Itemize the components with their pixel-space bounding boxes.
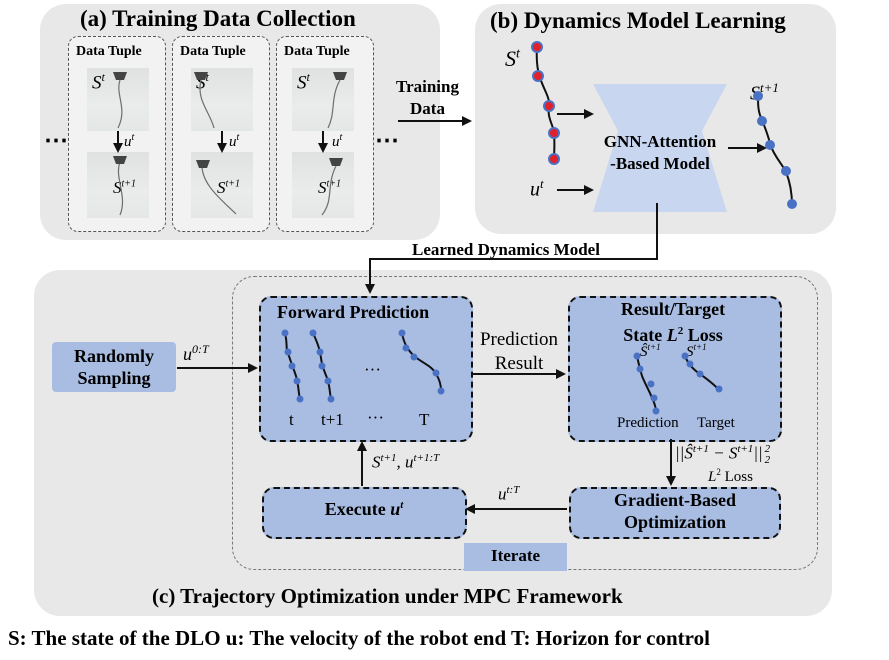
photo-tuple3-state-t1 — [292, 152, 354, 218]
tuple-label-2: Data Tuple — [180, 44, 246, 59]
forward-chains — [284, 332, 442, 401]
target-state-label: St+1 — [686, 342, 707, 360]
execute-label: Execute ut — [324, 499, 404, 519]
forward-prediction-title: Forward Prediction — [277, 302, 430, 322]
gradient-optimization-label: Gradient-Based Optimization — [613, 490, 736, 532]
random-sampling-label: Randomly Sampling — [73, 346, 154, 388]
utT-label: ut:T — [498, 484, 520, 504]
tuple3-state-t1-label: St+1 — [318, 178, 342, 197]
input-state-label: St — [505, 46, 520, 71]
gradient-optimization-box — [569, 487, 781, 539]
step-label-dots: ··· — [367, 408, 384, 427]
output-chain-nodes — [753, 91, 797, 209]
input-control-label: ut — [530, 176, 544, 201]
target-label: Target — [697, 415, 735, 431]
tuple-label-3: Data Tuple — [284, 44, 350, 59]
execute-box — [262, 487, 467, 539]
photo-dlo-sketches — [117, 79, 341, 216]
gnn-model-label-1: GNN-Attention — [604, 132, 717, 151]
gnn-model-shape — [593, 84, 727, 212]
prediction-result-label: Prediction Result — [479, 329, 559, 374]
loss-box-title: Result/Target State L2 Loss — [620, 299, 726, 345]
tuple3-control-label: ut — [332, 132, 343, 150]
panel-b-title: (b) Dynamics Model Learning — [490, 8, 786, 33]
tuple2-state-t1-label: St+1 — [217, 178, 241, 197]
feedback-label: St+1, ut+1:T — [372, 452, 440, 472]
loss-name: L2 Loss — [708, 467, 753, 485]
tuple1-state-t-label: St — [92, 70, 105, 94]
prediction-label: Prediction — [617, 415, 679, 431]
iterate-tab — [464, 543, 567, 571]
gnn-model-label-2: -Based Model — [610, 154, 710, 173]
footer-legend: S: The state of the DLO u: The velocity … — [8, 626, 710, 650]
ellipsis-right: ⋯ — [375, 128, 399, 154]
forward-prediction-box — [259, 296, 473, 442]
tuple1-control-label: ut — [124, 132, 135, 150]
panel-c-title: (c) Trajectory Optimization under MPC Fr… — [152, 584, 623, 608]
tuple-label-1: Data Tuple — [76, 44, 142, 59]
step-label-t1: t+1 — [321, 410, 344, 429]
tuple1-state-t1-label: St+1 — [113, 178, 137, 197]
pred-state-hat-label: Ŝt+1 — [640, 342, 661, 360]
tuple2-control-label: ut — [229, 132, 240, 150]
u0T-label: u0:T — [183, 342, 209, 364]
step-label-T: T — [419, 410, 430, 429]
learned-model-label: Learned Dynamics Model — [412, 240, 600, 259]
training-data-label: Training Data — [396, 77, 459, 118]
input-chain-nodes — [531, 41, 560, 165]
step-label-t: t — [289, 410, 294, 429]
loss-chain-nodes — [633, 352, 723, 415]
gripper-icons — [113, 72, 347, 168]
output-chain-curve — [757, 95, 793, 206]
forward-chain-nodes — [281, 329, 445, 403]
ellipsis-left: ⋯ — [44, 128, 68, 154]
iterate-label: Iterate — [490, 546, 541, 565]
random-sampling-box — [52, 342, 176, 392]
learned-model-connector — [365, 203, 658, 294]
loss-box — [568, 296, 782, 442]
tuple3-state-t-label: St — [297, 70, 310, 94]
panel-a-title: (a) Training Data Collection — [80, 6, 356, 31]
dots-between-chains: ··· — [364, 360, 381, 379]
